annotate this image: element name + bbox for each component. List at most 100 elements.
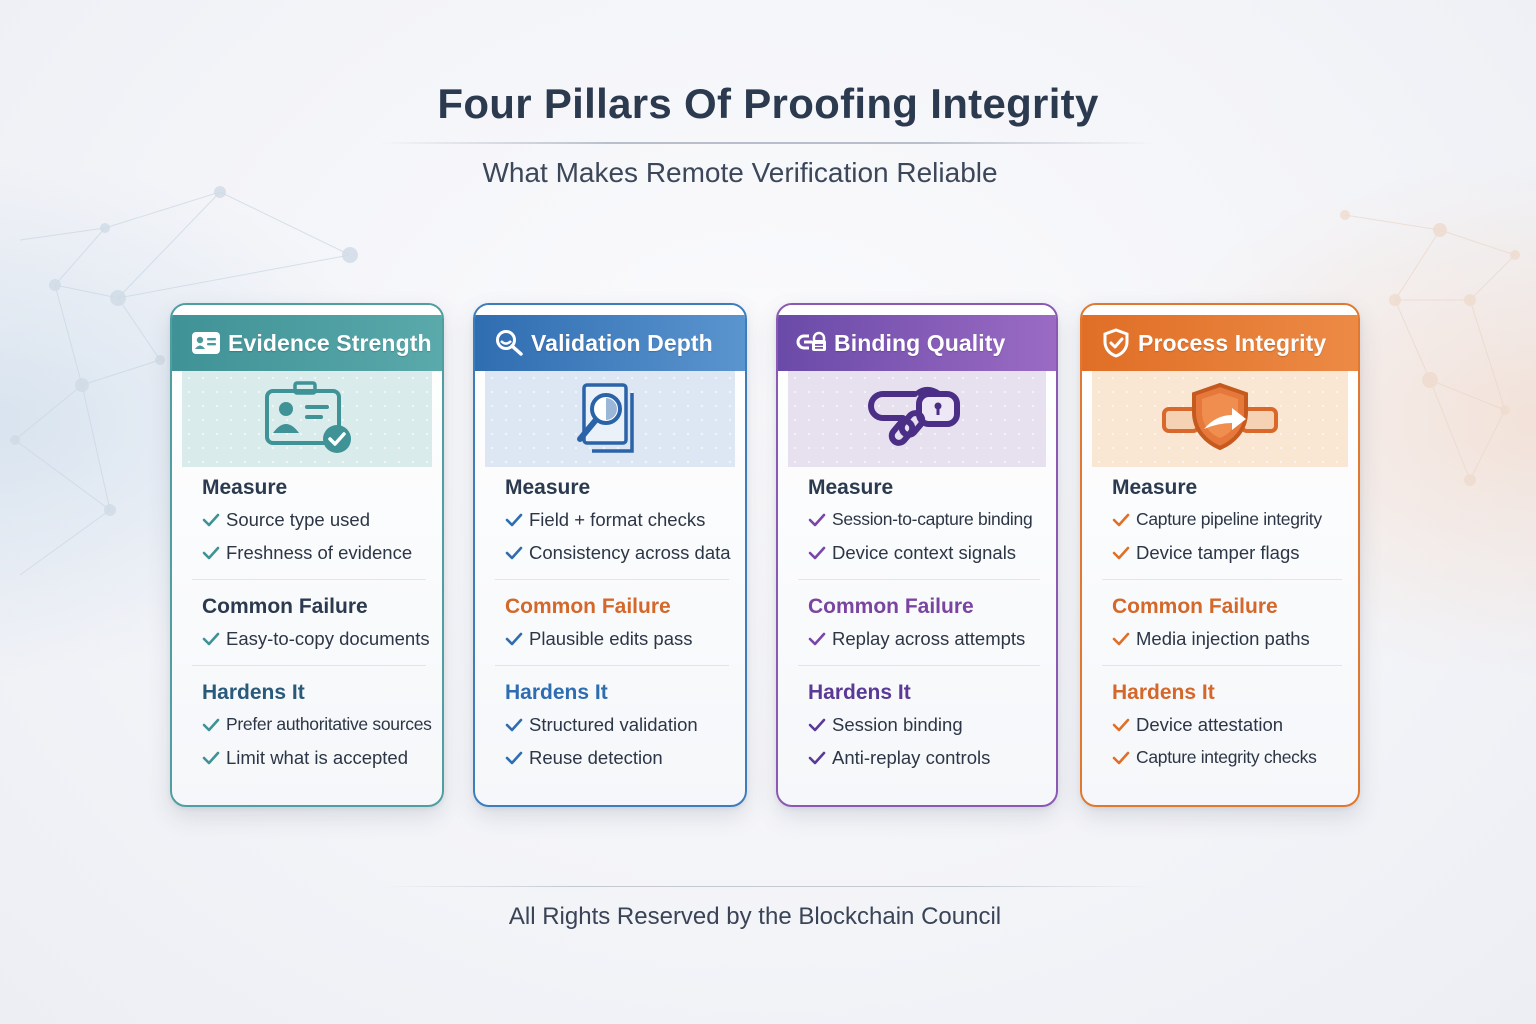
shield-pipeline-arrow-icon xyxy=(1162,382,1278,451)
check-icon xyxy=(1112,751,1130,764)
list-item: Limit what is accepted xyxy=(202,741,442,774)
copyright-footer: All Rights Reserved by the Blockchain Co… xyxy=(508,903,1002,930)
section-heading: Common Failure xyxy=(1112,595,1278,618)
check-icon xyxy=(202,751,220,764)
section-heading: Common Failure xyxy=(505,595,671,618)
list-item: Field + format checks xyxy=(505,503,745,536)
check-icon xyxy=(505,718,523,731)
section-divider xyxy=(798,665,1040,666)
list-item: Freshness of evidence xyxy=(202,536,442,569)
list-item: Consistency across data xyxy=(505,536,745,569)
list-item: Session binding xyxy=(808,708,1056,741)
check-icon xyxy=(808,751,826,764)
section-heading: Common Failure xyxy=(202,595,368,618)
illustration-panel xyxy=(788,371,1046,467)
footer-divider xyxy=(380,886,1156,887)
id-badge-check-icon xyxy=(265,381,351,453)
document-magnifier-icon xyxy=(577,383,634,453)
list-item: Device tamper flags xyxy=(1112,536,1358,569)
shield-check-icon xyxy=(1100,328,1132,358)
section-divider xyxy=(495,579,729,580)
pillar-header: Binding Quality xyxy=(778,315,1056,371)
pillar-card-binding-quality: Binding Quality Measure Session-to-captu… xyxy=(776,303,1058,807)
list-item: Source type used xyxy=(202,503,442,536)
hardens-section: Hardens It Structured validation Reuse d… xyxy=(475,678,745,774)
pillar-title: Evidence Strength xyxy=(228,329,432,356)
section-divider xyxy=(1102,665,1342,666)
check-icon xyxy=(808,718,826,731)
list-item: Prefer authoritative sources xyxy=(202,708,442,741)
list-item: Session-to-capture binding xyxy=(808,503,1056,536)
measure-section: Measure Source type used Freshness of ev… xyxy=(172,473,442,569)
section-heading: Measure xyxy=(1112,476,1198,499)
pillar-header: Evidence Strength xyxy=(172,315,442,371)
check-icon xyxy=(808,632,826,645)
illustration-panel xyxy=(182,371,432,467)
pillar-card-validation-depth: Validation Depth Measure Field + format … xyxy=(473,303,747,807)
failure-section: Common Failure Plausible edits pass xyxy=(475,592,745,655)
check-icon xyxy=(505,751,523,764)
section-divider xyxy=(495,665,729,666)
check-icon xyxy=(202,513,220,526)
pillar-header: Validation Depth xyxy=(475,315,745,371)
hardens-section: Hardens It Prefer authoritative sources … xyxy=(172,678,442,774)
check-icon xyxy=(1112,632,1130,645)
list-item: Capture integrity checks xyxy=(1112,741,1358,774)
pillar-title: Validation Depth xyxy=(531,329,713,356)
page-subtitle: What Makes Remote Verification Reliable xyxy=(482,157,998,188)
list-item: Device attestation xyxy=(1112,708,1358,741)
list-item: Anti-replay controls xyxy=(808,741,1056,774)
section-heading: Hardens It xyxy=(202,681,305,704)
section-heading: Measure xyxy=(808,476,894,499)
pillar-header: Process Integrity xyxy=(1082,315,1358,371)
section-heading: Common Failure xyxy=(808,595,974,618)
list-item: Reuse detection xyxy=(505,741,745,774)
check-icon xyxy=(505,632,523,645)
check-icon xyxy=(808,513,826,526)
section-heading: Hardens It xyxy=(505,681,608,704)
failure-section: Common Failure Media injection paths xyxy=(1082,592,1358,655)
pillar-card-evidence-strength: Evidence Strength Measure Source type us… xyxy=(170,303,444,807)
check-icon xyxy=(1112,546,1130,559)
pillars-container: Evidence Strength Measure Source type us… xyxy=(170,303,1370,813)
section-heading: Measure xyxy=(202,476,288,499)
section-heading: Measure xyxy=(505,476,591,499)
list-item: Device context signals xyxy=(808,536,1056,569)
hardens-section: Hardens It Session binding Anti-replay c… xyxy=(778,678,1056,774)
check-icon xyxy=(1112,718,1130,731)
section-divider xyxy=(192,579,426,580)
page-title: Four Pillars Of Proofing Integrity xyxy=(437,80,1099,127)
measure-section: Measure Session-to-capture binding Devic… xyxy=(778,473,1056,569)
magnifier-icon xyxy=(493,329,525,357)
hardens-section: Hardens It Device attestation Capture in… xyxy=(1082,678,1358,774)
check-icon xyxy=(202,718,220,731)
section-heading: Hardens It xyxy=(808,681,911,704)
list-item: Easy-to-copy documents xyxy=(202,622,442,655)
failure-section: Common Failure Easy-to-copy documents xyxy=(172,592,442,655)
check-icon xyxy=(202,546,220,559)
illustration-panel xyxy=(1092,371,1348,467)
failure-section: Common Failure Replay across attempts xyxy=(778,592,1056,655)
link-lock-icon xyxy=(796,329,828,357)
section-divider xyxy=(1102,579,1342,580)
pillar-title: Binding Quality xyxy=(834,329,1006,356)
check-icon xyxy=(505,513,523,526)
pillar-card-process-integrity: Process Integrity Measure Capture pipeli… xyxy=(1080,303,1360,807)
measure-section: Measure Field + format checks Consistenc… xyxy=(475,473,745,569)
check-icon xyxy=(1112,513,1130,526)
section-heading: Hardens It xyxy=(1112,681,1215,704)
chain-padlock-icon xyxy=(868,387,960,446)
check-icon xyxy=(505,546,523,559)
list-item: Capture pipeline integrity xyxy=(1112,503,1358,536)
illustration-panel xyxy=(485,371,735,467)
check-icon xyxy=(202,632,220,645)
list-item: Structured validation xyxy=(505,708,745,741)
list-item: Media injection paths xyxy=(1112,622,1358,655)
measure-section: Measure Capture pipeline integrity Devic… xyxy=(1082,473,1358,569)
id-card-icon xyxy=(190,329,222,357)
pillar-title: Process Integrity xyxy=(1138,329,1327,356)
title-divider xyxy=(380,142,1156,144)
list-item: Plausible edits pass xyxy=(505,622,745,655)
section-divider xyxy=(798,579,1040,580)
list-item: Replay across attempts xyxy=(808,622,1056,655)
